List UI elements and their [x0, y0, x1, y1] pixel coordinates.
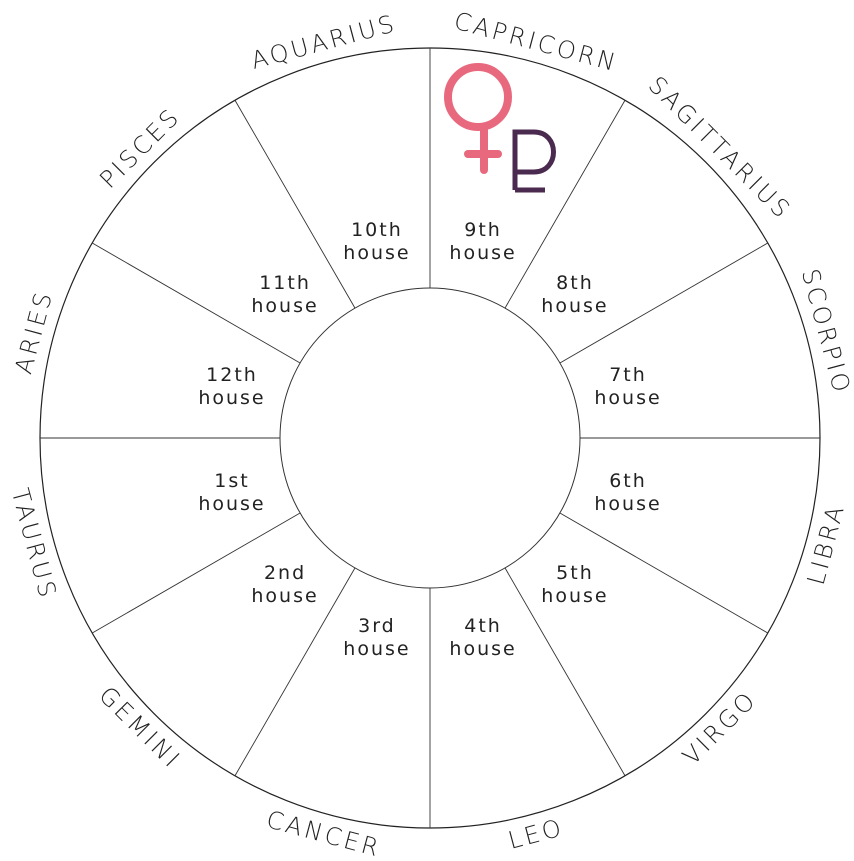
house-divider: [504, 100, 626, 309]
house-divider: [234, 567, 356, 776]
sign-label-leo: LEO: [505, 813, 567, 855]
sign-label-sagittarius: SAGITTARIUS: [643, 71, 797, 225]
house-divider: [92, 242, 301, 364]
sign-label-aries: ARIES: [9, 287, 58, 377]
pluto-icon: [512, 129, 556, 193]
sign-label-gemini: GEMINI: [93, 681, 187, 775]
sign-label-pisces: PISCES: [94, 102, 186, 194]
sign-label-libra: LIBRA: [802, 500, 851, 588]
sign-label-taurus: TAURUS: [6, 485, 63, 603]
inner-circle: [279, 287, 581, 589]
venus-icon: [444, 63, 512, 174]
sign-label-scorpio: SCORPIO: [796, 266, 854, 398]
house-divider: [234, 100, 356, 309]
house-divider: [559, 512, 768, 634]
sign-label-aquarius: AQUARIUS: [248, 9, 400, 75]
house-divider: [92, 512, 301, 634]
house-dividers: [40, 48, 820, 828]
house-divider: [504, 567, 626, 776]
house-divider: [559, 242, 768, 364]
